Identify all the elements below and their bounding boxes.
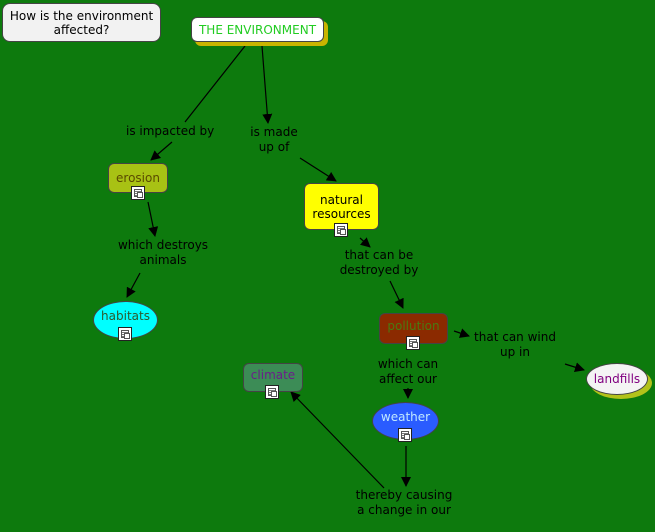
concept-the-environment-label: THE ENVIRONMENT <box>198 22 317 37</box>
pollution-resource-icon[interactable] <box>406 336 420 350</box>
concept-the-environment[interactable]: THE ENVIRONMENT <box>191 17 324 42</box>
link-label-thereby-causing-a-change-in-our[interactable]: thereby causing a change in our <box>355 488 453 517</box>
link-label-which-can-affect-our[interactable]: which can affect our <box>377 357 439 386</box>
natural-resources-resource-icon[interactable] <box>334 223 348 237</box>
weather-resource-icon[interactable] <box>398 428 412 442</box>
concept-climate-label: climate <box>250 367 296 382</box>
concept-weather-label: weather <box>380 410 431 424</box>
focus-question-box[interactable]: How is the environment affected? <box>2 3 161 42</box>
concept-natural-resources-label: natural resources <box>312 192 371 221</box>
concept-erosion-label: erosion <box>116 171 160 185</box>
link-label-which-destroys-animals[interactable]: which destroys animals <box>117 238 209 267</box>
connector-pollution-wind <box>453 328 470 338</box>
connector-causing-climate <box>290 391 385 489</box>
connector-wind-landfills <box>564 362 585 373</box>
connector-destroys-habitats <box>126 272 141 298</box>
link-label-is-made-up-of[interactable]: is made up of <box>250 125 298 154</box>
connector-env-impacted <box>184 45 246 123</box>
connector-erosion-destroys <box>147 201 159 237</box>
concept-habitats-label: habitats <box>101 309 150 323</box>
connector-resources-destroyed <box>359 237 371 248</box>
connector-env-made <box>261 45 273 124</box>
climate-resource-icon[interactable] <box>265 385 279 399</box>
concept-landfills[interactable]: landfills <box>586 363 648 395</box>
concept-pollution-label: pollution <box>387 318 440 333</box>
connector-impacted-erosion <box>150 141 173 161</box>
link-label-that-can-wind-up-in[interactable]: that can wind up in <box>474 330 556 359</box>
connector-made-resources <box>299 157 337 182</box>
habitats-resource-icon[interactable] <box>118 327 132 341</box>
concept-landfills-label: landfills <box>593 372 641 386</box>
concept-climate[interactable]: climate <box>243 363 303 392</box>
erosion-resource-icon[interactable] <box>131 186 145 200</box>
link-label-is-impacted-by[interactable]: is impacted by <box>126 124 215 138</box>
link-label-that-can-be-destroyed-by[interactable]: that can be destroyed by <box>339 248 419 277</box>
focus-question-text: How is the environment affected? <box>9 8 154 37</box>
connector-destroyed-pollution <box>389 280 404 309</box>
